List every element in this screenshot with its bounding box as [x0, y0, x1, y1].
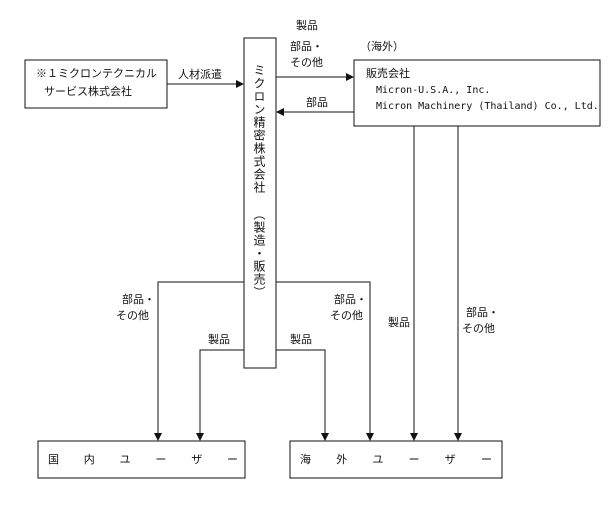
domestic-user-box — [37, 440, 246, 479]
parts-label-top-1: 部品・ — [290, 40, 323, 53]
sales-products-label: 製品 — [388, 316, 410, 329]
parts-domestic-label-2: その他 — [116, 309, 149, 322]
products-domestic-label: 製品 — [208, 333, 230, 346]
company-name: ミクロン精密株式会社 — [252, 64, 266, 194]
sales-line1: Micron-U.S.A., Inc. — [376, 85, 491, 96]
products-to-domestic-arrow — [196, 349, 244, 441]
parts-overseas-label-2: その他 — [330, 309, 363, 322]
overseas-user-char: ー — [408, 453, 420, 466]
parts-label-top-2: その他 — [290, 56, 323, 69]
domestic-user-char: 内 — [83, 453, 95, 466]
staff-dispatch-label: 人材派遣 — [178, 68, 222, 81]
domestic-user-label: 国 内 ユ ー ザ ー — [48, 453, 238, 467]
parts-to-overseas-arrow — [276, 281, 374, 441]
overseas-user-char: ザ — [444, 453, 456, 466]
sales-box — [353, 59, 601, 127]
overseas-user-box — [289, 440, 503, 479]
domestic-user-char: ユ — [119, 453, 131, 466]
products-overseas-label: 製品 — [290, 333, 312, 346]
subsidiary-name-line2: サービス株式会社 — [44, 85, 132, 98]
overseas-user-char: ユ — [372, 453, 384, 466]
overseas-user-char: 外 — [336, 453, 348, 466]
subsidiary-box — [24, 59, 168, 109]
overseas-user-char: ー — [480, 453, 492, 466]
products-to-overseas-arrow — [276, 349, 329, 441]
parts-to-domestic-arrow — [154, 281, 244, 441]
sales-title: 販売会社 — [366, 67, 410, 80]
domestic-user-char: 国 — [48, 453, 59, 466]
parts-overseas-label-1: 部品・ — [334, 293, 367, 306]
sales-line2: Micron Machinery (Thailand) Co., Ltd. — [376, 101, 599, 112]
overseas-user-char: 海 — [300, 453, 311, 466]
products-label-top: 製品 — [296, 19, 318, 32]
domestic-user-char: ー — [226, 453, 238, 466]
subsidiary-name-line1: ※１ミクロンテクニカル — [36, 67, 157, 80]
overseas-tag: （海外） — [360, 40, 404, 53]
parts-return-label: 部品 — [306, 96, 328, 109]
company-role: （製造・販売） — [252, 208, 266, 299]
parts-domestic-label-1: 部品・ — [122, 293, 155, 306]
overseas-user-label: 海 外 ユ ー ザ ー — [300, 453, 492, 467]
domestic-user-char: ザ — [191, 453, 203, 466]
domestic-user-char: ー — [155, 453, 167, 466]
sales-parts-label-1: 部品・ — [466, 306, 499, 319]
company-box — [243, 37, 277, 369]
sales-parts-label-2: その他 — [462, 322, 495, 335]
